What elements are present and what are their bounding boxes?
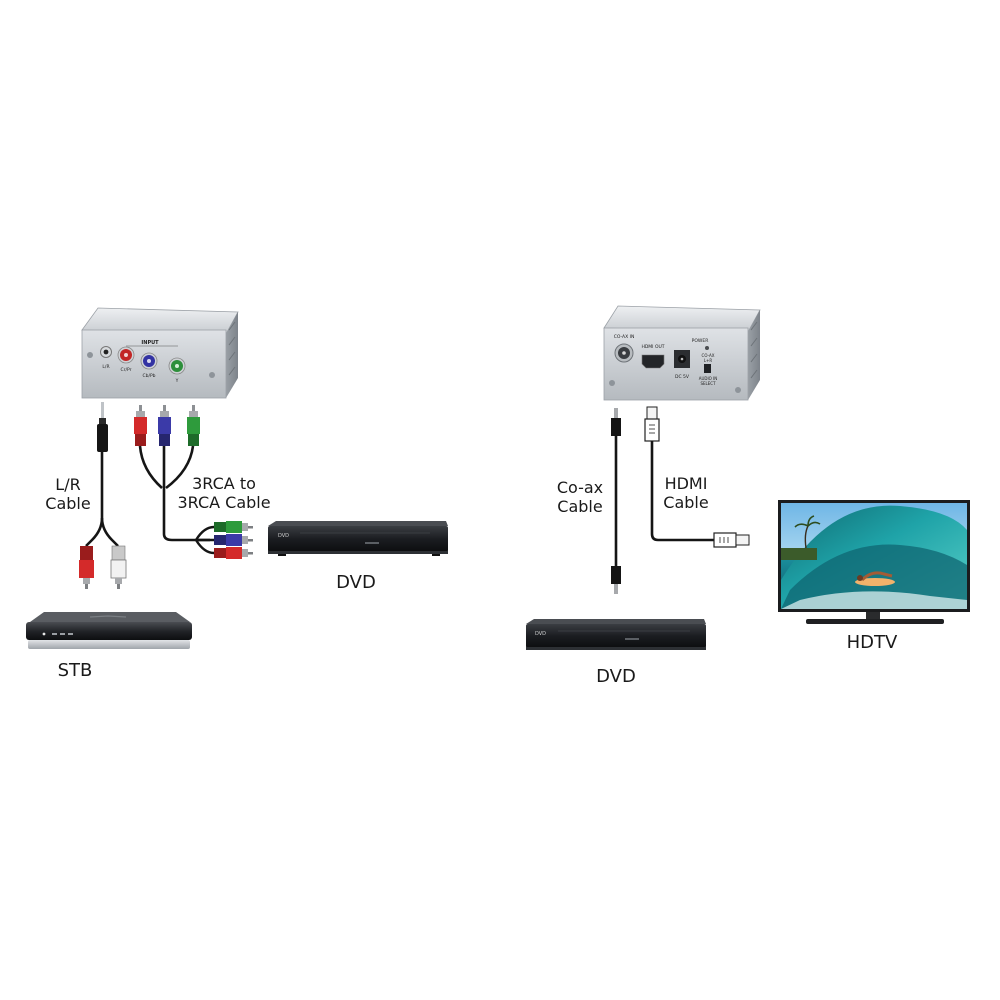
rca-port-green	[168, 357, 186, 375]
rca-cable-label-line2: 3RCA Cable	[177, 493, 271, 512]
switch-label-audio-in: AUDIO IN	[699, 376, 718, 381]
rca-port-blue	[140, 352, 158, 370]
hdtv-label: HDTV	[846, 632, 898, 653]
rca-plug-red	[214, 547, 253, 559]
set-top-box	[26, 612, 192, 649]
port-label-cb: Cb/Pb	[142, 373, 155, 379]
stb-label: STB	[57, 660, 93, 681]
port-label-y: Y	[175, 378, 179, 384]
component-rca-cable	[134, 405, 253, 559]
dvd-label-right: DVD	[596, 666, 636, 687]
coax-port	[614, 343, 634, 363]
lr-audio-cable	[79, 402, 127, 589]
hdtv	[778, 500, 970, 624]
port-label-lr: L/R	[102, 364, 109, 370]
power-label: POWER	[692, 338, 709, 344]
rca-plug-green	[214, 521, 253, 533]
led-indicator-icon	[42, 632, 46, 636]
power-led-icon	[705, 346, 709, 350]
left-converter-box: INPUT L/R Cr/Pr Cb/Pb Y	[81, 307, 239, 399]
switch-label-select: SELECT	[700, 381, 716, 386]
dvd-player-right: DVD	[526, 619, 706, 650]
coax-port-label: CO-AX IN	[614, 334, 635, 340]
coax-cable-label: Co-ax Cable	[548, 478, 612, 516]
input-panel-title: INPUT	[141, 340, 159, 346]
rca-cable-label: 3RCA to 3RCA Cable	[172, 474, 276, 512]
hdmi-port-label: HDMI OUT	[641, 344, 664, 350]
dvd-label-left: DVD	[336, 572, 376, 593]
hdmi-port	[641, 354, 665, 369]
right-converter-box: CO-AX IN HDMI OUT DC 5V POWER CO-AX L+R …	[603, 305, 761, 401]
dvd-logo-icon: DVD	[278, 533, 289, 539]
rca-plug-red	[79, 546, 94, 589]
rca-cable-label-line1: 3RCA to	[192, 474, 256, 493]
rca-port-red	[117, 346, 135, 364]
hdmi-cable-label-line2: Cable	[663, 493, 709, 512]
rca-plug-blue	[158, 405, 171, 446]
rca-plug-blue	[214, 534, 253, 546]
hdmi-cable-label: HDMI Cable	[656, 474, 716, 512]
rca-plug-red	[134, 405, 147, 446]
screw-icon	[87, 352, 93, 358]
lr-cable-label: L/R Cable	[38, 475, 98, 513]
rca-plug-white	[110, 545, 127, 589]
switch-label-lr: L+R	[704, 358, 713, 363]
coax-cable-label-line1: Co-ax	[556, 478, 604, 497]
coax-cable-label-line2: Cable	[557, 497, 603, 516]
hdmi-cable-label-line1: HDMI	[664, 474, 708, 493]
coax-cable	[611, 408, 621, 594]
screw-icon	[609, 380, 615, 386]
lr-cable-label-line2: Cable	[45, 494, 91, 513]
hdmi-cable	[644, 406, 750, 548]
dc-label: DC 5V	[675, 374, 690, 380]
dvd-logo-icon: DVD	[535, 631, 546, 637]
audio-select-switch	[704, 364, 711, 373]
screw-icon	[209, 372, 215, 378]
switch-label-coax: CO-AX	[702, 353, 715, 358]
lr-cable-label-line1: L/R	[55, 475, 81, 494]
screw-icon	[735, 387, 741, 393]
dvd-player-left: DVD	[268, 521, 448, 556]
audio-jack-port	[100, 346, 112, 358]
dc-power-port	[674, 350, 690, 368]
port-label-cr: Cr/Pr	[121, 367, 132, 373]
rca-plug-green	[187, 405, 200, 446]
